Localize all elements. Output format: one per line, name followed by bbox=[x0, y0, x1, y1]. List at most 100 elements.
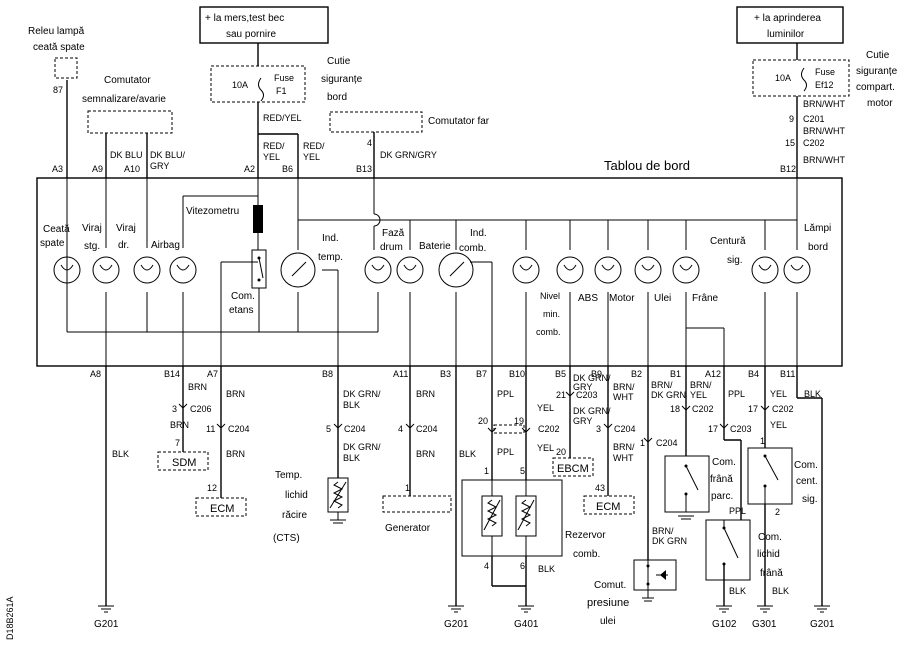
svg-text:RED/YEL: RED/YEL bbox=[263, 113, 302, 123]
hazard-switch-label: Comutator semnalizare/avarie bbox=[82, 75, 173, 134]
svg-text:Airbag: Airbag bbox=[151, 240, 180, 251]
svg-text:B8: B8 bbox=[322, 369, 333, 379]
fuse-f1: 10A Fuse F1 bbox=[210, 65, 306, 103]
svg-text:Ulei: Ulei bbox=[654, 293, 671, 304]
svg-text:bord: bord bbox=[327, 92, 347, 103]
svg-text:BLK: BLK bbox=[538, 564, 555, 574]
immobilizer-switch: Com. etans bbox=[229, 249, 267, 332]
svg-text:bord: bord bbox=[808, 242, 828, 253]
svg-text:B14: B14 bbox=[164, 369, 180, 379]
svg-text:Ceată: Ceată bbox=[43, 224, 70, 235]
side-code: D18B261A bbox=[5, 596, 15, 640]
svg-text:compart.: compart. bbox=[856, 82, 895, 93]
svg-text:Com.: Com. bbox=[758, 532, 782, 543]
svg-text:DK GRN/GRY: DK GRN/GRY bbox=[380, 150, 437, 160]
svg-text:comb.: comb. bbox=[573, 549, 600, 560]
svg-text:YEL: YEL bbox=[770, 420, 787, 430]
svg-text:A3: A3 bbox=[52, 164, 63, 174]
svg-text:WHT: WHT bbox=[613, 453, 634, 463]
svg-text:GRY: GRY bbox=[573, 416, 592, 426]
svg-text:YEL: YEL bbox=[537, 403, 554, 413]
svg-text:C206: C206 bbox=[190, 404, 212, 414]
svg-text:B11: B11 bbox=[780, 369, 795, 379]
ebcm-box: EBCM bbox=[552, 457, 594, 477]
svg-text:comb.: comb. bbox=[536, 327, 561, 337]
brake-fluid-switch: Com. lichid frână bbox=[705, 519, 783, 606]
svg-text:Com.: Com. bbox=[231, 291, 255, 302]
svg-text:43: 43 bbox=[595, 483, 605, 493]
svg-text:BLK: BLK bbox=[459, 449, 476, 459]
svg-text:DK GRN/: DK GRN/ bbox=[573, 406, 611, 416]
svg-text:BRN: BRN bbox=[170, 420, 189, 430]
svg-text:15: 15 bbox=[785, 138, 795, 148]
svg-text:YEL: YEL bbox=[263, 152, 280, 162]
svg-text:SDM: SDM bbox=[172, 457, 196, 469]
svg-text:etans: etans bbox=[229, 305, 253, 316]
svg-text:10A: 10A bbox=[775, 73, 791, 83]
svg-text:1: 1 bbox=[760, 436, 765, 446]
svg-text:Frâne: Frâne bbox=[692, 293, 719, 304]
svg-text:Fază: Fază bbox=[382, 228, 405, 239]
svg-text:BRN: BRN bbox=[188, 382, 207, 392]
svg-text:YEL: YEL bbox=[690, 390, 707, 400]
svg-text:BLK: BLK bbox=[772, 586, 789, 596]
svg-text:BRN/WHT: BRN/WHT bbox=[803, 126, 845, 136]
svg-text:1: 1 bbox=[640, 438, 645, 448]
svg-text:A9: A9 bbox=[92, 164, 103, 174]
svg-text:sig.: sig. bbox=[802, 494, 818, 505]
svg-text:BRN: BRN bbox=[226, 449, 245, 459]
svg-text:Releu lampă: Releu lampă bbox=[28, 26, 85, 37]
svg-text:17: 17 bbox=[708, 424, 718, 434]
svg-text:G201: G201 bbox=[444, 619, 469, 630]
svg-text:BLK: BLK bbox=[804, 389, 821, 399]
fuse-box-dash-label: Cutie siguranțe bord bbox=[321, 56, 363, 103]
svg-text:ceată spate: ceată spate bbox=[33, 42, 85, 53]
connector-marks bbox=[178, 391, 770, 443]
svg-text:Generator: Generator bbox=[385, 523, 431, 534]
svg-text:RED/: RED/ bbox=[303, 141, 325, 151]
svg-text:sig.: sig. bbox=[727, 255, 743, 266]
svg-text:12: 12 bbox=[207, 483, 217, 493]
svg-text:stg.: stg. bbox=[84, 241, 100, 252]
svg-text:BRN/WHT: BRN/WHT bbox=[803, 99, 845, 109]
svg-text:DK GRN/: DK GRN/ bbox=[343, 442, 381, 452]
bottom-wire-labels: BLK BRN 3 C206 BRN BRN 11 C204 BRN DK GR… bbox=[112, 373, 821, 596]
fuse-ef12: 10A Fuse Ef12 bbox=[752, 59, 850, 97]
svg-text:ABS: ABS bbox=[578, 293, 598, 304]
bottom-wiring bbox=[105, 366, 823, 606]
svg-text:A7: A7 bbox=[207, 369, 218, 379]
svg-text:comb.: comb. bbox=[459, 243, 486, 254]
svg-text:YEL: YEL bbox=[303, 152, 320, 162]
temp-gauge bbox=[280, 252, 316, 288]
svg-text:7: 7 bbox=[175, 438, 180, 448]
svg-text:B3: B3 bbox=[440, 369, 451, 379]
svg-text:C204: C204 bbox=[416, 424, 438, 434]
svg-text:BRN/: BRN/ bbox=[613, 382, 635, 392]
speedometer-coil: Vitezometru bbox=[186, 205, 263, 233]
svg-text:lichid: lichid bbox=[285, 490, 308, 501]
svg-text:Temp.: Temp. bbox=[275, 470, 302, 481]
svg-text:lichid: lichid bbox=[757, 549, 780, 560]
svg-text:DK BLU/: DK BLU/ bbox=[150, 150, 186, 160]
svg-text:C202: C202 bbox=[772, 404, 794, 414]
svg-text:BRN: BRN bbox=[416, 449, 435, 459]
lights-box: + la aprinderea luminilor bbox=[736, 6, 844, 44]
svg-text:C204: C204 bbox=[228, 424, 250, 434]
svg-text:G201: G201 bbox=[810, 619, 835, 630]
cluster-title: Tablou de bord bbox=[604, 158, 690, 173]
svg-text:sau pornire: sau pornire bbox=[226, 29, 276, 40]
svg-text:Motor: Motor bbox=[609, 293, 635, 304]
svg-text:1: 1 bbox=[484, 466, 489, 476]
top-wiring bbox=[66, 43, 798, 178]
svg-text:G201: G201 bbox=[94, 619, 119, 630]
svg-text:WHT: WHT bbox=[613, 392, 634, 402]
svg-text:BRN/WHT: BRN/WHT bbox=[803, 155, 845, 165]
svg-text:ECM: ECM bbox=[596, 501, 620, 513]
generator-box: Generator 1 bbox=[382, 483, 452, 534]
cts-sensor: Temp. lichid răcire (CTS) bbox=[273, 470, 349, 544]
sdm-box: SDM 7 bbox=[157, 438, 209, 471]
svg-text:B7: B7 bbox=[476, 369, 487, 379]
seatbelt-switch: 1 2 Com. cent. sig. bbox=[747, 436, 818, 606]
svg-text:Centură: Centură bbox=[710, 236, 746, 247]
